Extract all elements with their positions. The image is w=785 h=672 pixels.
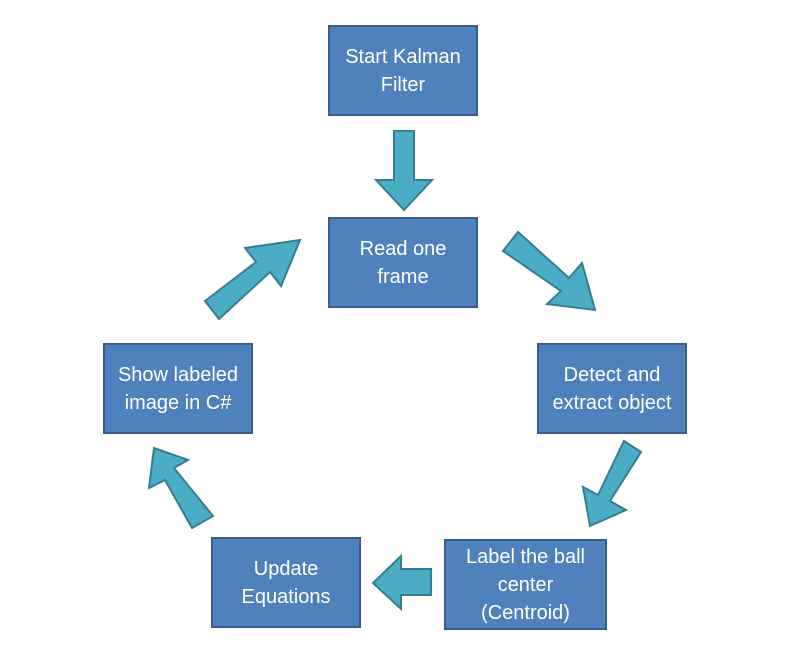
- node-detect-label: Detect and extract object: [552, 363, 672, 414]
- arrow-show-to-read: [203, 238, 302, 321]
- arrow-start-to-read: [373, 130, 435, 212]
- node-detect-and-extract-object: Detect and extract object: [537, 343, 687, 434]
- arrow-update-to-show: [147, 446, 215, 530]
- node-show-labeled-image: Show labeled image in C#: [103, 343, 253, 434]
- node-show-label: Show labeled image in C#: [117, 363, 239, 414]
- node-read-one-frame: Read one frame: [328, 217, 478, 308]
- node-label-ball-center: Label the ball center (Centroid): [444, 539, 607, 630]
- node-update-equations: Update Equations: [211, 537, 361, 628]
- node-read-label: Read one frame: [359, 237, 447, 288]
- arrow-detect-to-label: [581, 439, 643, 528]
- node-start-kalman-filter: Start Kalman Filter: [328, 25, 478, 116]
- arrow-label-to-update: [371, 553, 432, 612]
- node-label-label: Label the ball center (Centroid): [466, 545, 585, 624]
- arrow-read-to-detect: [501, 230, 597, 312]
- node-update-label: Update Equations: [241, 557, 331, 608]
- node-start-label: Start Kalman Filter: [345, 45, 461, 96]
